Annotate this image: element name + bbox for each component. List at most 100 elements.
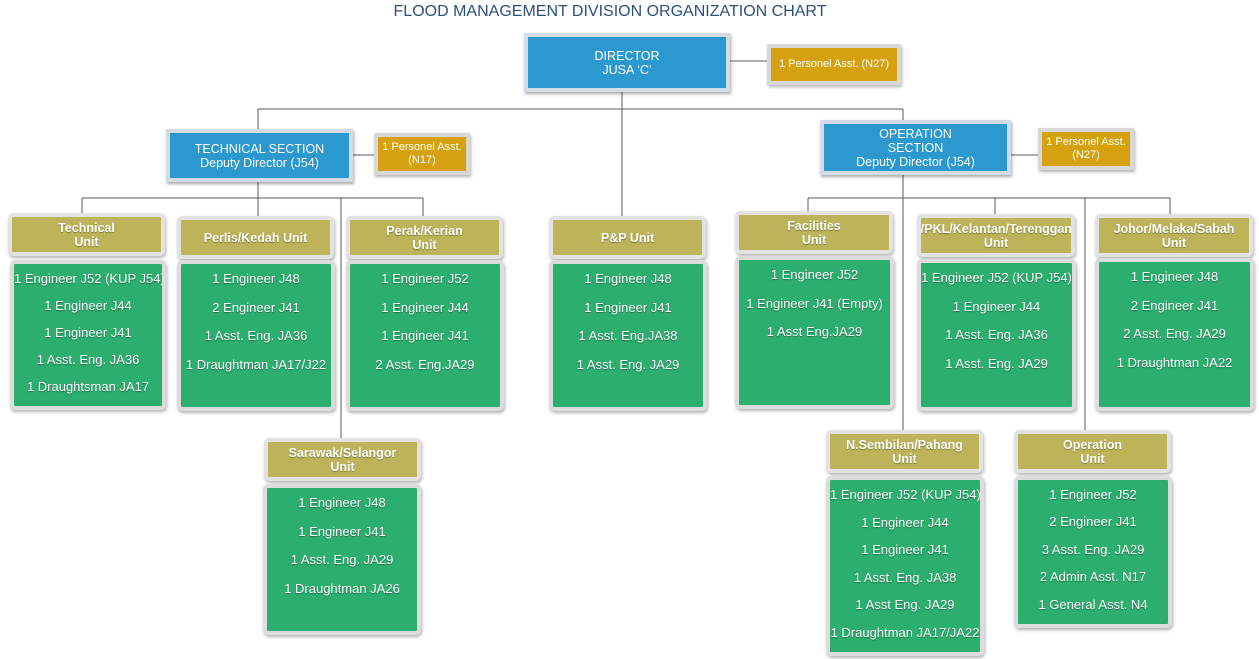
staff-item: 3 Asst. Eng. JA29 <box>1041 541 1145 557</box>
unit-name: Unit <box>74 234 99 249</box>
facilities-unit-staff: 1 Engineer J52 1 Engineer J41 (Empty) 1 … <box>735 256 894 409</box>
staff-item: 1 Engineer J41 <box>861 542 949 557</box>
unit-name: Unit <box>330 459 355 474</box>
technical-section-box: TECHNICAL SECTION Deputy Director (J54) <box>166 129 353 182</box>
perak-kerian-unit-header: Perak/Kerian Unit <box>346 216 503 259</box>
staff-item: 1 Engineer J52 (KUP J54) <box>830 487 981 502</box>
staff-item: 1 Engineer J44 <box>952 298 1041 314</box>
unit-name: Unit <box>1080 451 1105 466</box>
staff-item: 1 Engineer J52 <box>770 267 859 282</box>
staff-item: 1 Engineer J52 (KUP J54) <box>921 270 1072 285</box>
technical-section-title: TECHNICAL SECTION <box>194 141 325 156</box>
staff-item: 1 Asst Eng. JA29 <box>855 597 955 612</box>
sarawak-selangor-unit-staff: 1 Engineer J48 1 Engineer J41 1 Asst. En… <box>263 484 421 635</box>
operation-assistant-box: 1 Personel Asst. (N27) <box>1038 128 1134 170</box>
unit-name: N.Sembilan/Pahang <box>846 437 963 452</box>
staff-item: 1 Asst. Eng.JA38 <box>578 328 678 344</box>
staff-item: 1 Engineer J52 (KUP J54) <box>14 271 165 286</box>
unit-name: Operation <box>1062 437 1123 452</box>
director-title: DIRECTOR <box>594 48 660 63</box>
unit-name: Unit <box>892 451 917 466</box>
operation-section-title-1: OPERATION <box>879 126 952 141</box>
operation-section-title-2: SECTION <box>887 140 944 155</box>
director-grade: JUSA ‘C’ <box>602 62 652 77</box>
technical-section-grade: Deputy Director (J54) <box>200 155 319 170</box>
staff-item: 1 Asst. Eng. JA38 <box>853 569 957 585</box>
staff-item: 1 Asst. Eng. JA36 <box>36 352 140 367</box>
unit-name: Unit <box>983 235 1009 250</box>
unit-name: Unit <box>1161 235 1187 250</box>
staff-item: 1 Engineer J41 (Empty) <box>746 295 883 311</box>
unit-name: Perak/Kerian <box>386 223 463 238</box>
director-box: DIRECTOR JUSA ‘C’ <box>524 33 730 92</box>
unit-name: Perlis/Kedah Unit <box>203 230 308 245</box>
staff-item: 1 Engineer J44 <box>381 299 469 315</box>
staff-item: 1 General Asst. N4 <box>1038 596 1148 612</box>
staff-item: 1 Engineer J48 <box>1130 269 1219 284</box>
johor-unit-header: Johor/Melaka/Sabah Unit <box>1095 214 1253 257</box>
staff-item: 1 Engineer J48 <box>298 495 386 510</box>
perlis-kedah-unit-staff: 1 Engineer J48 2 Engineer J41 1 Asst. En… <box>177 260 335 411</box>
unit-name: Technical <box>58 220 115 235</box>
staff-item: 1 Asst. Eng. JA36 <box>945 327 1048 343</box>
staff-item: 1 Draughtman JA26 <box>284 581 400 597</box>
staff-item: 1 Engineer J48 <box>584 271 672 286</box>
staff-item: 1 Engineer J44 <box>44 298 132 313</box>
staff-item: 2 Engineer J41 <box>1130 297 1219 313</box>
staff-item: 2 Asst. Eng.JA29 <box>375 357 475 373</box>
nsembilan-unit-header: N.Sembilan/Pahang Unit <box>826 430 983 473</box>
staff-item: 1 Engineer J52 <box>381 271 469 286</box>
operation-section-box: OPERATION SECTION Deputy Director (J54) <box>820 120 1011 175</box>
staff-item: 1 Engineer J48 <box>212 271 300 286</box>
staff-item: 1 Draughtman JA22 <box>1116 355 1233 371</box>
staff-item: 1 Draughtsman JA17 <box>26 379 150 394</box>
wpkl-unit-header: WPKL/Kelantan/Terengganu Unit <box>917 214 1075 257</box>
perlis-kedah-unit-header: Perlis/Kedah Unit <box>177 216 334 259</box>
unit-name: WPKL/Kelantan/Terengganu <box>917 221 1075 236</box>
staff-item: 1 Asst. Eng. JA29 <box>576 357 680 373</box>
staff-item: 2 Admin Asst. N17 <box>1039 569 1147 585</box>
unit-name: Unit <box>412 237 437 252</box>
technical-assistant-box: 1 Personel Asst. (N17) <box>374 133 470 175</box>
unit-name: P&P Unit <box>600 230 655 245</box>
staff-item: 2 Engineer J41 <box>212 299 300 315</box>
johor-unit-staff: 1 Engineer J48 2 Engineer J41 2 Asst. En… <box>1095 258 1254 411</box>
technical-unit-header: Technical Unit <box>8 213 165 256</box>
nsembilan-unit-staff: 1 Engineer J52 (KUP J54) 1 Engineer J44 … <box>826 476 984 656</box>
staff-item: 1 Engineer J52 <box>1049 487 1137 502</box>
staff-item: 2 Engineer J41 <box>1049 514 1137 530</box>
unit-name: Unit <box>801 232 827 247</box>
staff-item: 1 Engineer J41 <box>584 299 672 315</box>
staff-item: 1 Draughtman JA17/J22 <box>185 357 327 373</box>
operation-unit-staff: 1 Engineer J52 2 Engineer J41 3 Asst. En… <box>1014 476 1172 628</box>
wpkl-unit-staff: 1 Engineer J52 (KUP J54) 1 Engineer J44 … <box>917 259 1076 411</box>
operation-assistant-grade: (N27) <box>1072 149 1100 161</box>
unit-name: Facilities <box>787 218 841 233</box>
technical-assistant-label: 1 Personel Asst. <box>382 141 462 153</box>
unit-name: Johor/Melaka/Sabah <box>1113 221 1235 236</box>
perak-kerian-unit-staff: 1 Engineer J52 1 Engineer J44 1 Engineer… <box>346 260 504 411</box>
unit-name: Sarawak/Selangor <box>288 445 397 460</box>
director-assistant-label: 1 Personel Asst. (N27) <box>778 58 890 70</box>
technical-assistant-grade: (N17) <box>408 154 436 166</box>
staff-item: 1 Engineer J44 <box>861 514 949 530</box>
chart-title: FLOOD MANAGEMENT DIVISION ORGANIZATION C… <box>393 3 827 20</box>
staff-item: 1 Draughtman JA17/JA22 <box>830 624 980 640</box>
staff-item: 1 Asst. Eng. JA29 <box>290 552 394 568</box>
pp-unit-staff: 1 Engineer J48 1 Engineer J41 1 Asst. En… <box>549 260 707 411</box>
technical-unit-staff: 1 Engineer J52 (KUP J54) 1 Engineer J44 … <box>10 260 166 410</box>
staff-item: 1 Engineer J41 <box>298 523 386 539</box>
director-assistant-box: 1 Personel Asst. (N27) <box>767 44 901 85</box>
operation-unit-header: Operation Unit <box>1014 430 1171 473</box>
sarawak-selangor-unit-header: Sarawak/Selangor Unit <box>264 438 421 481</box>
staff-item: 1 Asst Eng.JA29 <box>766 324 863 340</box>
pp-unit-header: P&P Unit <box>549 216 706 259</box>
staff-item: 1 Asst. Eng. JA29 <box>945 356 1048 372</box>
staff-item: 1 Engineer J41 <box>44 325 132 340</box>
staff-item: 1 Engineer J41 <box>381 328 469 344</box>
facilities-unit-header: Facilities Unit <box>735 211 893 254</box>
operation-section-grade: Deputy Director (J54) <box>856 154 975 169</box>
staff-item: 2 Asst. Eng. JA29 <box>1123 326 1226 342</box>
staff-item: 1 Asst. Eng. JA36 <box>204 328 308 344</box>
